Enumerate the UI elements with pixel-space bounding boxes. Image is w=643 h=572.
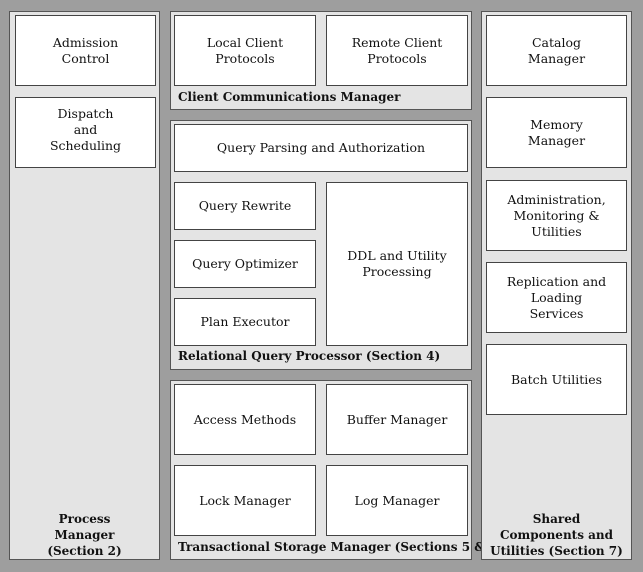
dispatch-scheduling-box: Dispatch and Scheduling <box>15 97 156 168</box>
query-rewrite-box: Query Rewrite <box>174 182 316 230</box>
ddl-utility-processing-box: DDL and Utility Processing <box>326 182 468 346</box>
storage-manager-label: Transactional Storage Manager (Sections … <box>178 540 504 554</box>
remote-client-protocols-box: Remote Client Protocols <box>326 15 468 86</box>
log-manager-box: Log Manager <box>326 465 468 536</box>
batch-utilities-box: Batch Utilities <box>486 344 627 415</box>
catalog-manager-box: Catalog Manager <box>486 15 627 86</box>
access-methods-box: Access Methods <box>174 384 316 455</box>
memory-manager-box: Memory Manager <box>486 97 627 168</box>
lock-manager-box: Lock Manager <box>174 465 316 536</box>
buffer-manager-box: Buffer Manager <box>326 384 468 455</box>
process-manager-label: Process Manager (Section 2) <box>47 512 122 558</box>
client-communications-label: Client Communications Manager <box>178 90 401 104</box>
shared-components-label: Shared Components and Utilities (Section… <box>490 512 623 558</box>
admission-control-box: Admission Control <box>15 15 156 86</box>
administration-monitoring-box: Administration, Monitoring & Utilities <box>486 180 627 251</box>
local-client-protocols-box: Local Client Protocols <box>174 15 316 86</box>
query-optimizer-box: Query Optimizer <box>174 240 316 288</box>
replication-loading-box: Replication and Loading Services <box>486 262 627 333</box>
query-processor-label: Relational Query Processor (Section 4) <box>178 349 441 363</box>
query-parsing-box: Query Parsing and Authorization <box>174 124 468 172</box>
process-manager-panel <box>9 11 160 560</box>
plan-executor-box: Plan Executor <box>174 298 316 346</box>
